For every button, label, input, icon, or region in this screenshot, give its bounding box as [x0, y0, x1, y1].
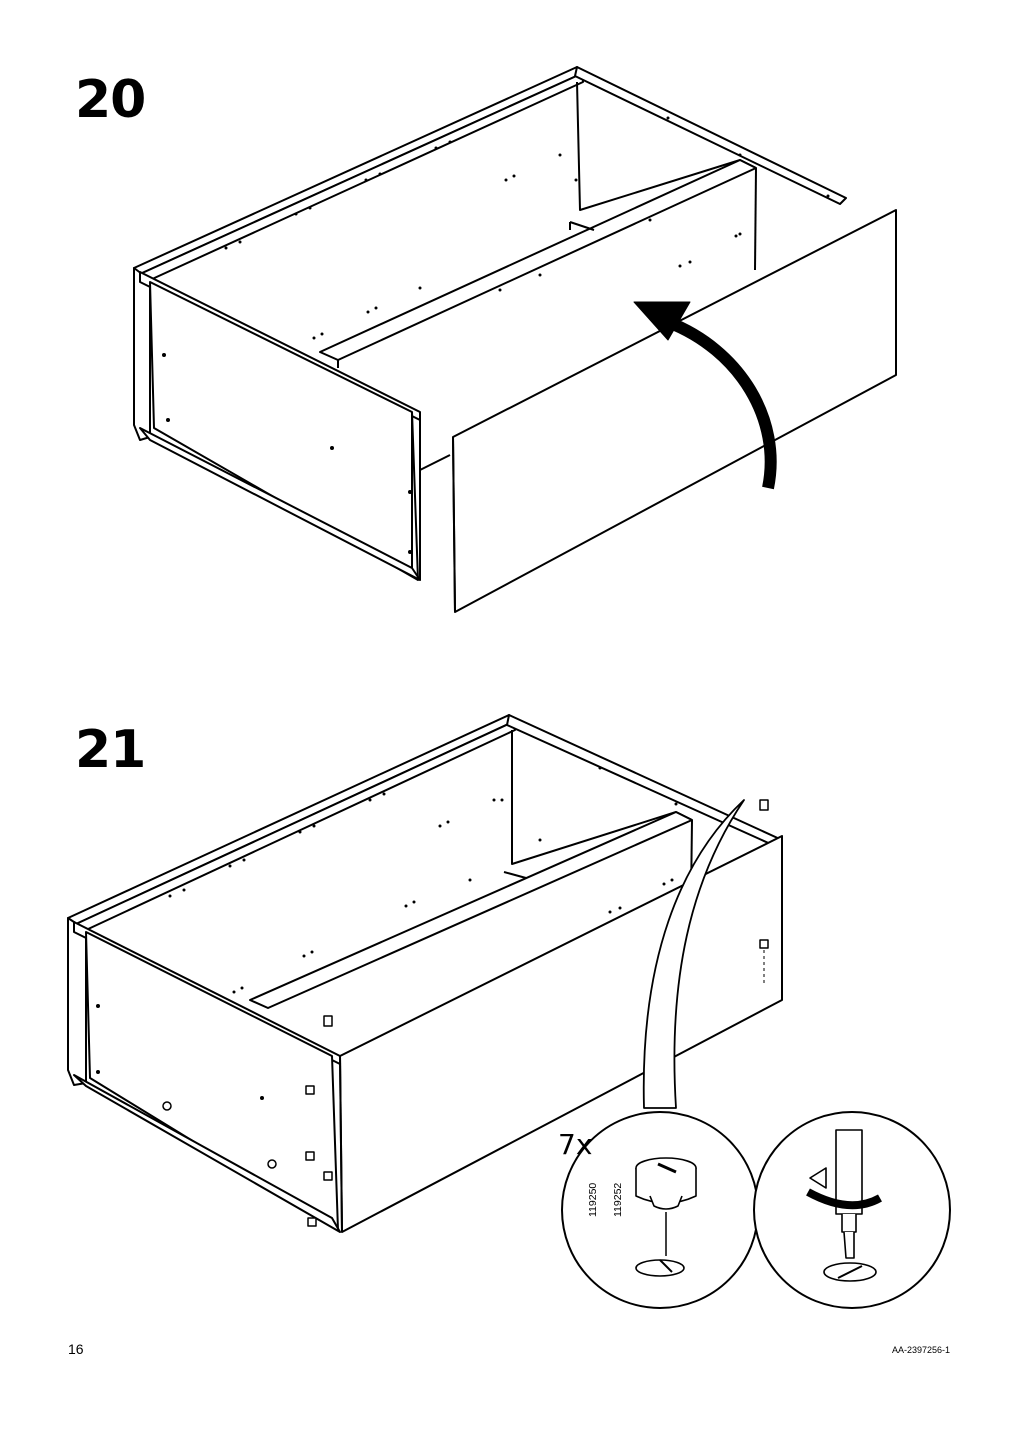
curved-arrow-icon: [633, 301, 777, 490]
page-number: 16: [68, 1341, 84, 1357]
part-number-b: 119252: [612, 1182, 624, 1217]
step-21-number: 21: [75, 720, 146, 780]
document-code: AA-2397256-1: [891, 1345, 950, 1355]
screwdriver-turn-icon: [806, 1129, 882, 1282]
cam-lock-fitting-icon: [635, 1157, 697, 1277]
quantity-label: 7x: [558, 1128, 593, 1161]
step-20-number: 20: [75, 70, 146, 130]
part-number-a: 119250: [587, 1182, 599, 1217]
step-20-illustration: [133, 66, 897, 613]
